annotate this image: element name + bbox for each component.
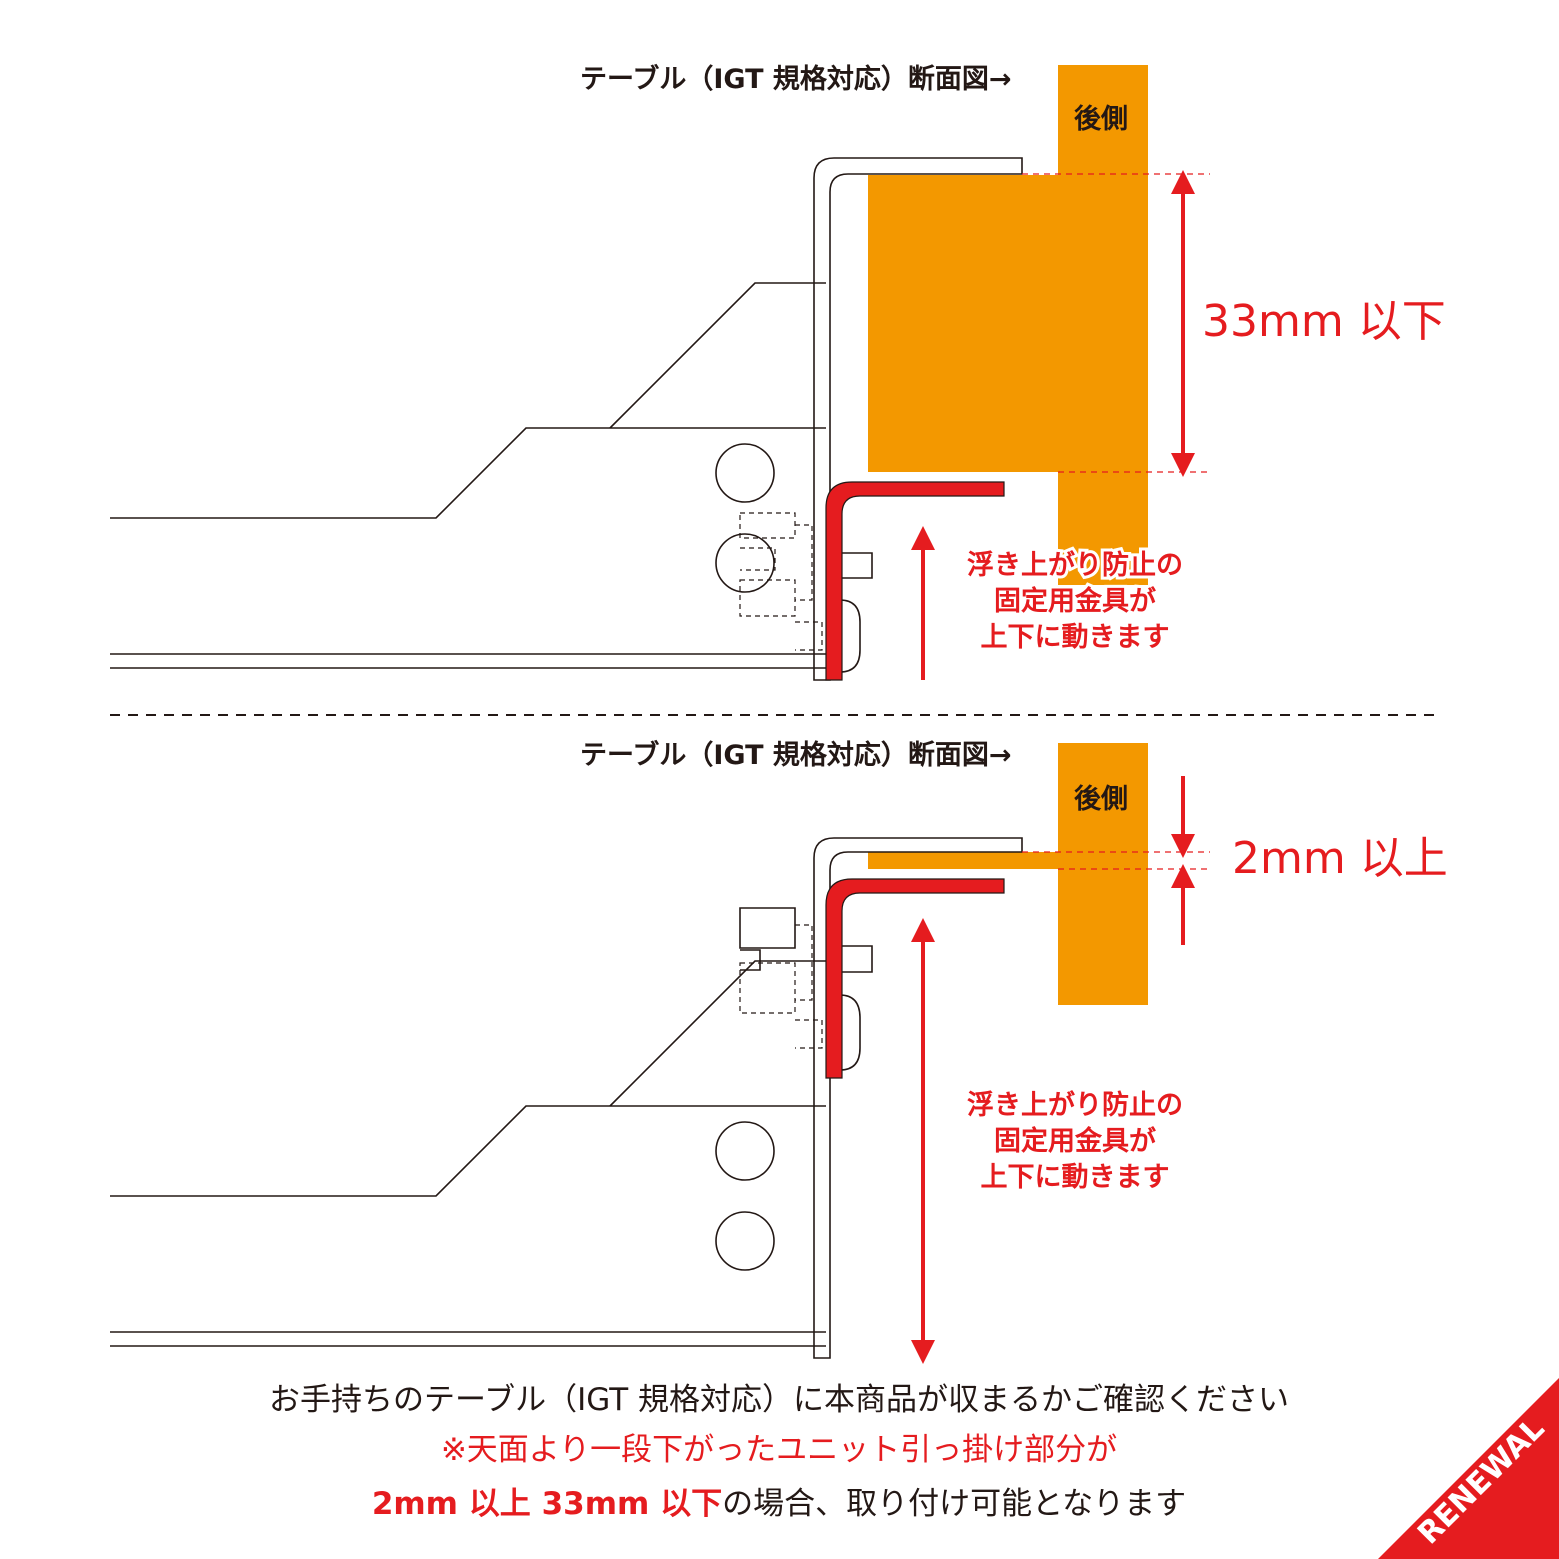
bottom-annotation-line-2: 固定用金具が (994, 1125, 1156, 1157)
top-annotation: 浮き上がり防止の 固定用金具が 上下に動きます (964, 546, 1186, 656)
top-annotation-line-1: 浮き上がり防止の (967, 549, 1183, 581)
top-dimension-label: 33mm 以下 (1202, 296, 1446, 347)
footer-line-3-highlight: 2mm 以上 33mm 以下 (372, 1486, 722, 1522)
top-annotation-line-3: 上下に動きます (981, 622, 1170, 653)
bottom-annotation-line-3: 上下に動きます (981, 1162, 1170, 1193)
top-unit-outline (110, 157, 1023, 681)
top-table-shape (868, 65, 1148, 585)
top-bracket-dashed (739, 512, 823, 651)
bottom-unit-outline (110, 837, 1023, 1359)
bottom-table-shape (868, 743, 1148, 1005)
renewal-badge: RENEWAL (1378, 1378, 1559, 1559)
bottom-annotation-line-1: 浮き上がり防止の (967, 1089, 1183, 1121)
bottom-bracket-dashed (739, 924, 823, 1049)
top-diagram: テーブル（IGT 規格対応）断面図→ 後側 (110, 63, 1446, 681)
footer-notes: お手持ちのテーブル（IGT 規格対応）に本商品が収まるかご確認ください ※天面よ… (269, 1382, 1289, 1522)
bottom-annotation: 浮き上がり防止の 固定用金具が 上下に動きます (967, 1089, 1183, 1193)
footer-line-3: 2mm 以上 33mm 以下の場合、取り付け可能となります (372, 1486, 1186, 1522)
top-fixing-bracket (825, 481, 1005, 681)
footer-line-1: お手持ちのテーブル（IGT 規格対応）に本商品が収まるかご確認ください (269, 1382, 1289, 1418)
bottom-fixing-bracket (825, 878, 1005, 1079)
bottom-dimension-label: 2mm 以上 (1232, 833, 1448, 884)
bottom-section-label: テーブル（IGT 規格対応）断面図→ (580, 739, 1012, 771)
top-section-label: テーブル（IGT 規格対応）断面図→ (580, 63, 1012, 95)
footer-line-3-rest: の場合、取り付け可能となります (722, 1486, 1186, 1522)
footer-line-2: ※天面より一段下がったユニット引っ掛け部分が (441, 1432, 1117, 1468)
bottom-rear-label: 後側 (1074, 784, 1128, 815)
top-annotation-line-2: 固定用金具が (994, 585, 1156, 617)
top-rear-label: 後側 (1074, 104, 1128, 135)
bottom-diagram: テーブル（IGT 規格対応）断面図→ 後側 (110, 739, 1448, 1364)
